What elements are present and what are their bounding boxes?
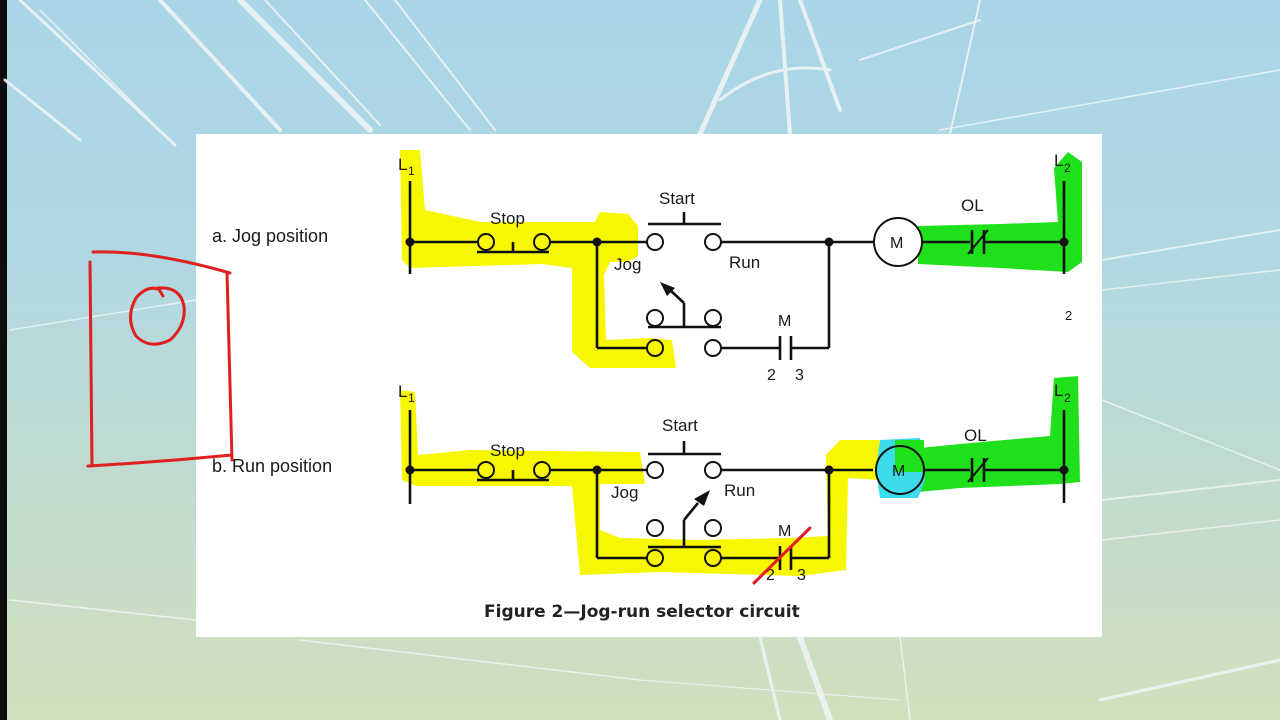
start-contact-left bbox=[646, 233, 664, 251]
rung-a-labels: a. Jog position L 1 L 2 Stop Start Jog R… bbox=[212, 151, 1071, 384]
position-label-a: a. Jog position bbox=[212, 226, 328, 246]
rail-l2-a-sub: 2 bbox=[1064, 161, 1071, 175]
seal-label-a: M bbox=[778, 313, 791, 330]
rail-l2-a: L bbox=[1054, 151, 1063, 170]
selector-jog-contact bbox=[646, 339, 664, 357]
start-label-b: Start bbox=[662, 416, 698, 435]
figure-caption: Figure 2—Jog-run selector circuit bbox=[484, 602, 800, 622]
stop-label-b: Stop bbox=[490, 441, 525, 460]
rung-b-labels: b. Run position L 1 L 2 Stop Start Jog R… bbox=[212, 381, 1071, 584]
motor-label-b: M bbox=[892, 463, 905, 480]
seal-terminal-3-b: 3 bbox=[797, 567, 806, 584]
stop-label-a: Stop bbox=[490, 209, 525, 228]
ol-label-b: OL bbox=[964, 426, 987, 445]
selector-jog-contact bbox=[646, 549, 664, 567]
red-rectangle-annotation bbox=[86, 250, 234, 468]
start-contact-right bbox=[704, 233, 722, 251]
position-label-b: b. Run position bbox=[212, 456, 332, 476]
run-label-a: Run bbox=[729, 253, 760, 272]
stray-number-label: 2 bbox=[1065, 308, 1072, 323]
red-slash-annotation bbox=[752, 526, 812, 585]
seal-terminal-2-b: 2 bbox=[766, 567, 775, 584]
green-highlight-rung-b bbox=[900, 376, 1080, 492]
selector-arrow-icon bbox=[694, 490, 710, 506]
left-edge-bar bbox=[0, 0, 7, 720]
red-circle-annotation bbox=[129, 286, 186, 346]
selector-arrow-icon bbox=[660, 282, 675, 296]
motor-label-a: M bbox=[890, 235, 903, 252]
seal-label-b: M bbox=[778, 523, 791, 540]
seal-terminal-3-a: 3 bbox=[795, 367, 804, 384]
rung-b bbox=[405, 410, 1069, 570]
rail-l1-a: L bbox=[398, 155, 407, 174]
run-label-b: Run bbox=[724, 481, 755, 500]
stop-contact-left bbox=[477, 461, 495, 479]
stop-contact-left bbox=[477, 233, 495, 251]
start-label-a: Start bbox=[659, 189, 695, 208]
jog-label-b: Jog bbox=[611, 483, 638, 502]
rail-l2-b: L bbox=[1054, 381, 1063, 400]
jog-label-a: Jog bbox=[614, 255, 641, 274]
rail-l1-b-sub: 1 bbox=[408, 391, 415, 405]
yellow-highlight-rung-b bbox=[400, 390, 880, 576]
selector-run-contact bbox=[704, 339, 722, 357]
red-annotations bbox=[86, 250, 812, 585]
ol-label-a: OL bbox=[961, 196, 984, 215]
green-highlight-rung-a bbox=[918, 152, 1082, 272]
highlight-rung-b bbox=[400, 376, 1080, 576]
start-contact-right bbox=[704, 461, 722, 479]
rung-a bbox=[405, 181, 1069, 360]
rail-l2-b-sub: 2 bbox=[1064, 391, 1071, 405]
green-highlight-motor-b bbox=[895, 440, 924, 472]
rail-l1-b: L bbox=[398, 382, 407, 401]
seal-terminal-2-a: 2 bbox=[767, 367, 776, 384]
yellow-highlight-rung-a bbox=[400, 150, 676, 368]
start-contact-left bbox=[646, 461, 664, 479]
rail-l1-a-sub: 1 bbox=[408, 164, 415, 178]
